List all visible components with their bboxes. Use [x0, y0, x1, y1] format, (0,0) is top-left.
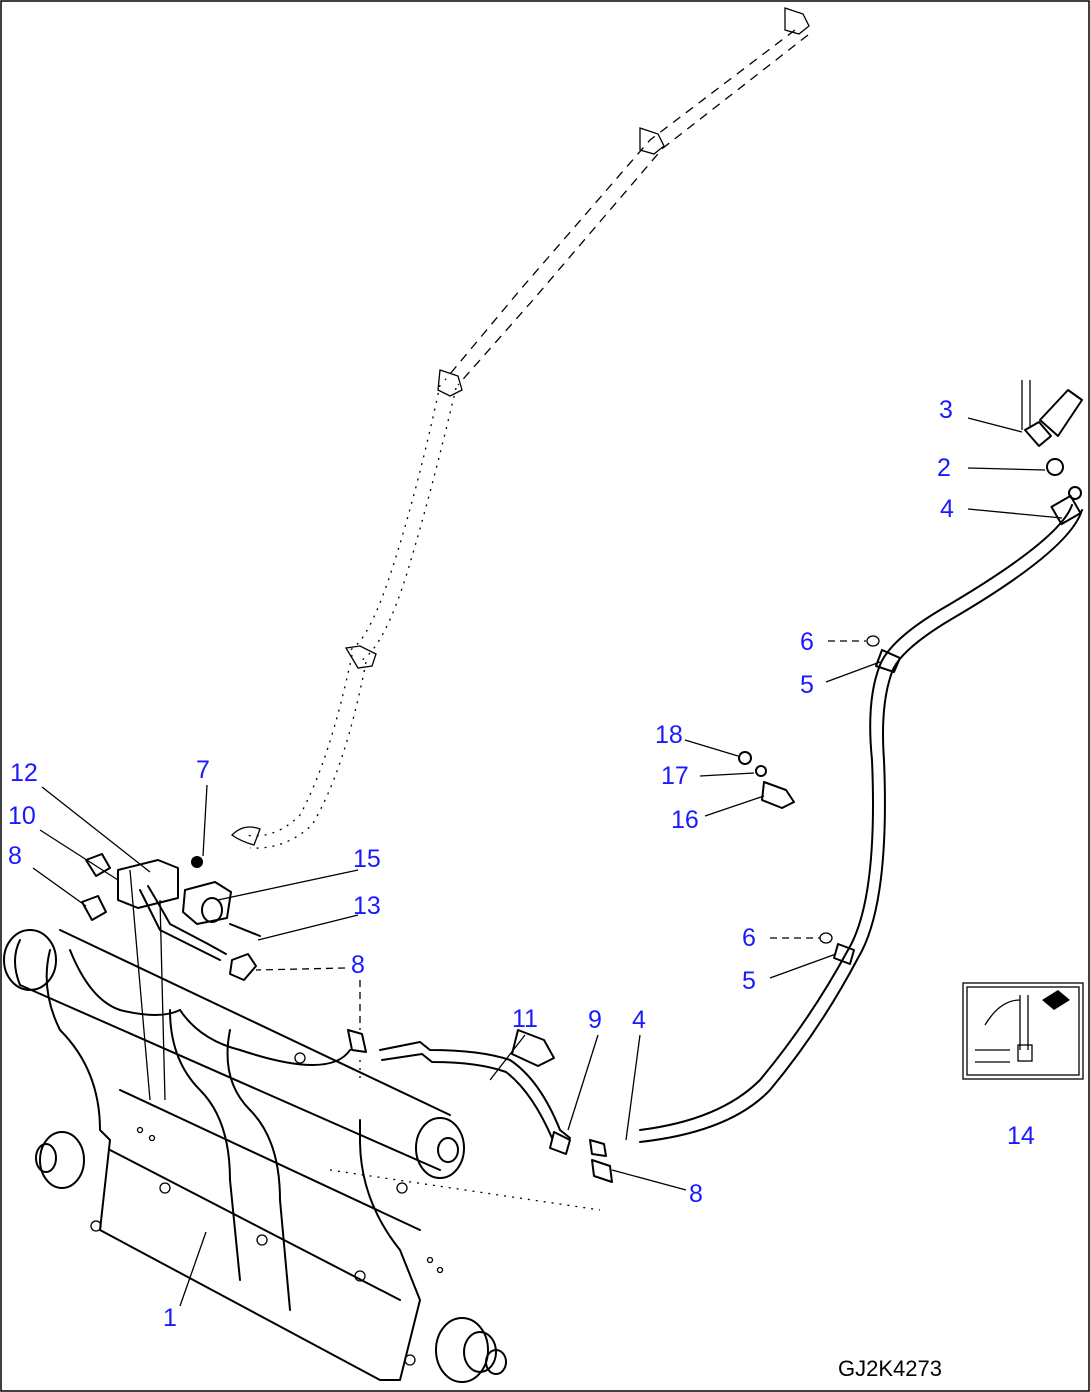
leader-lines	[32, 417, 1063, 1307]
callout-6-bottom: 6	[742, 924, 756, 952]
drawing-code: GJ2K4273	[838, 1356, 942, 1381]
callout-18: 18	[655, 721, 683, 749]
callout-8-middle: 8	[351, 951, 365, 979]
callout-15: 15	[353, 845, 381, 873]
callout-6-top: 6	[800, 628, 814, 656]
callout-13: 13	[353, 892, 381, 920]
frame-part-1	[3, 929, 601, 1383]
callout-1: 1	[163, 1304, 177, 1332]
callout-4-top: 4	[940, 495, 954, 523]
callout-10: 10	[8, 802, 36, 830]
phantom-hose-upper	[231, 7, 810, 849]
callout-14: 14	[1007, 1122, 1035, 1150]
callout-labels: 3 2 4 6 5 18 17 16 6 5 12 7 10 8 15 13 8…	[8, 396, 1035, 1332]
callout-16: 16	[671, 806, 699, 834]
callout-9: 9	[588, 1006, 602, 1034]
callout-7: 7	[196, 756, 210, 784]
callout-3: 3	[939, 396, 953, 424]
callout-8-right: 8	[689, 1180, 703, 1208]
callout-11: 11	[512, 1005, 538, 1033]
parts-16-18	[738, 751, 795, 809]
callout-8-left: 8	[8, 842, 22, 870]
inset-view-14	[962, 982, 1084, 1080]
callout-17: 17	[661, 762, 689, 790]
callout-12: 12	[10, 759, 38, 787]
callout-5-bottom: 5	[742, 967, 756, 995]
bracket-assembly	[81, 853, 261, 1101]
hose-11	[347, 1029, 613, 1183]
callout-5-top: 5	[800, 671, 814, 699]
hose-right	[639, 380, 1083, 1143]
callout-4-bottom: 4	[632, 1006, 646, 1034]
callout-2: 2	[937, 454, 951, 482]
